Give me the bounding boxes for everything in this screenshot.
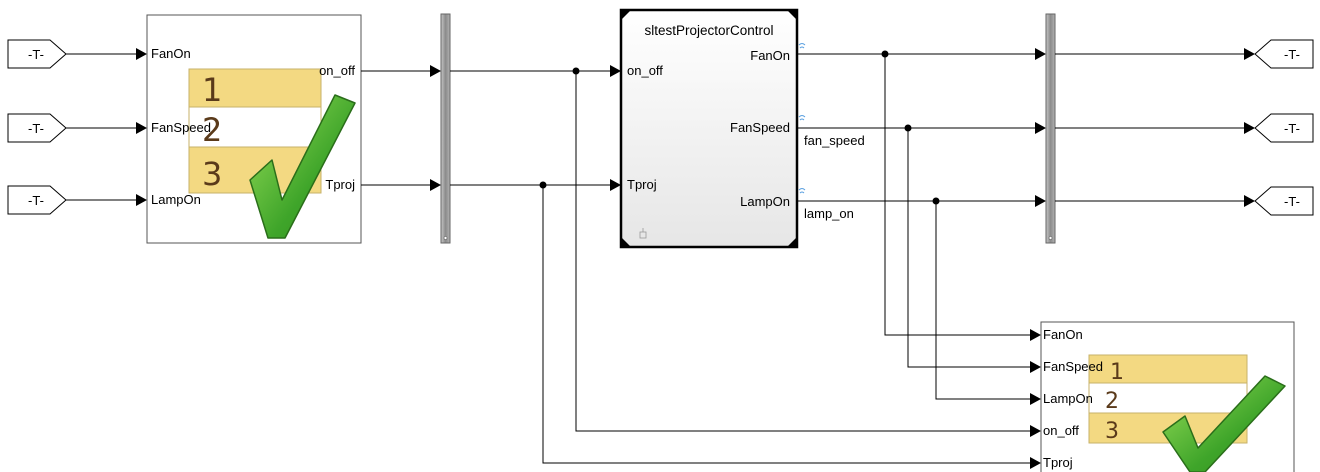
- port-label-tproj: Tproj: [627, 177, 657, 192]
- test-sequence-icon: 1 2 3: [188, 68, 356, 239]
- port-label-lampon: LampOn: [1043, 391, 1093, 406]
- test-sequence-block[interactable]: 1 2 3 FanOn FanSpeed LampOn on_off Tproj: [146, 14, 362, 244]
- mux-block-1[interactable]: [440, 13, 451, 244]
- arrowheads-input: [136, 48, 147, 206]
- signal-lines-seq-to-mux[interactable]: [361, 70, 430, 186]
- model-reference-icon: [639, 228, 647, 239]
- signal-label-fan-speed[interactable]: fan_speed: [804, 133, 865, 148]
- controller-model-block[interactable]: sltestProjectorControl on_off Tproj FanO…: [619, 8, 799, 249]
- goto-tag-label: -T-: [1284, 47, 1300, 62]
- checkmark-icon: [249, 94, 356, 239]
- port-label-fanon: FanOn: [1043, 327, 1083, 342]
- arrowheads-seq-to-mux: [430, 65, 441, 191]
- goto-tag-label: -T-: [1284, 194, 1300, 209]
- mux-block-2[interactable]: [1045, 13, 1056, 244]
- from-tag-label: -T-: [28, 47, 44, 62]
- port-label-on-off: on_off: [319, 63, 355, 78]
- arrowheads-to-assessment: [1030, 329, 1041, 469]
- step-number: 3: [1105, 419, 1119, 444]
- signal-lines-controller-to-mux[interactable]: [797, 53, 1035, 400]
- branch-points-right: [881, 50, 940, 205]
- goto-block-fanspeed[interactable]: -T-: [1254, 113, 1314, 143]
- arrowheads-to-goto: [1244, 48, 1255, 207]
- port-label-fanspeed: FanSpeed: [151, 120, 211, 135]
- branch-points-left: [539, 67, 580, 189]
- step-number: 2: [202, 111, 222, 149]
- controller-title: sltestProjectorControl: [644, 23, 773, 38]
- port-label-lampon: LampOn: [740, 194, 790, 209]
- port-label-fanspeed: FanSpeed: [1043, 359, 1103, 374]
- arrowheads-to-mux2: [1035, 48, 1046, 207]
- goto-block-fanon[interactable]: -T-: [1254, 39, 1314, 69]
- arrowheads-to-controller: [610, 65, 621, 191]
- port-label-fanspeed: FanSpeed: [730, 120, 790, 135]
- signal-lines-mux-to-goto[interactable]: [1055, 53, 1244, 202]
- signal-lines-mux-to-controller[interactable]: [450, 70, 1030, 464]
- port-label-on-off: on_off: [1043, 423, 1079, 438]
- signal-logging-icon[interactable]: [798, 43, 806, 194]
- signal-label-lamp-on[interactable]: lamp_on: [804, 206, 854, 221]
- test-assessment-block[interactable]: 1 2 3 FanOn FanSpeed LampOn on_off Tproj: [1040, 321, 1295, 472]
- port-label-tproj: Tproj: [1043, 455, 1073, 470]
- port-label-lampon: LampOn: [151, 192, 201, 207]
- port-label-tproj: Tproj: [325, 177, 355, 192]
- step-number: 1: [202, 71, 222, 109]
- from-tag-label: -T-: [28, 121, 44, 136]
- port-label-on-off: on_off: [627, 63, 663, 78]
- port-label-fanon: FanOn: [151, 46, 191, 61]
- goto-tag-label: -T-: [1284, 121, 1300, 136]
- checkmark-icon: [1162, 375, 1286, 472]
- step-number: 2: [1105, 389, 1119, 414]
- from-tag-label: -T-: [28, 193, 44, 208]
- signal-lines-input[interactable]: [66, 53, 136, 201]
- step-number: 1: [1110, 360, 1124, 385]
- from-block-lampon[interactable]: -T-: [7, 185, 67, 215]
- step-number: 3: [202, 155, 222, 193]
- from-block-fanon[interactable]: -T-: [7, 39, 67, 69]
- port-label-fanon: FanOn: [750, 48, 790, 63]
- goto-block-lampon[interactable]: -T-: [1254, 186, 1314, 216]
- test-assessment-icon: 1 2 3: [1088, 354, 1286, 472]
- from-block-fanspeed[interactable]: -T-: [7, 113, 67, 143]
